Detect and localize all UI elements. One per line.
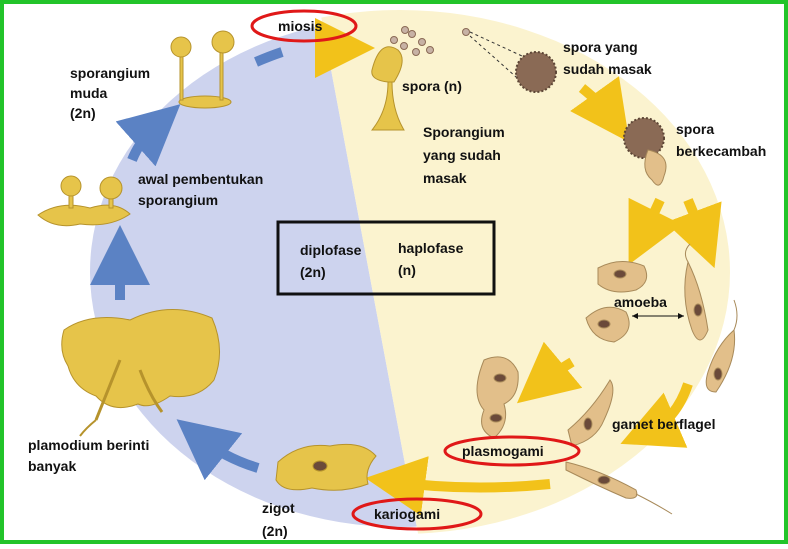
label-awal-1: awal pembentukan — [138, 171, 263, 187]
label-plasmogami: plasmogami — [462, 443, 544, 459]
kariogami-highlight — [351, 497, 483, 531]
label-zigot-1: zigot — [262, 500, 295, 516]
label-haplofase-1: haplofase — [398, 240, 464, 256]
amoeba-arrowhead-left — [632, 313, 638, 319]
mature-spore-illustration — [515, 51, 557, 93]
label-miosis: miosis — [278, 18, 323, 34]
fusing-gamete-cells — [565, 379, 673, 515]
amoeba-arrowhead-right — [678, 313, 684, 319]
young-sporangium-illustration — [170, 30, 235, 109]
plasmogami-highlight — [443, 435, 581, 467]
fusing-amoeba-cells — [476, 356, 519, 439]
label-plamodium-1: plamodium berinti — [28, 437, 149, 453]
label-kariogami: kariogami — [374, 506, 440, 522]
label-awal-2: sporangium — [138, 192, 218, 208]
label-haplofase-2: (n) — [398, 262, 416, 278]
label-sporangium-masak-3: masak — [423, 170, 467, 186]
label-spora-berkecambah-2: berkecambah — [676, 143, 766, 159]
label-sporangium-muda-2: muda — [70, 85, 108, 101]
label-diplofase-2: (2n) — [300, 264, 326, 280]
arrow-to-gamet — [665, 198, 722, 269]
label-zigot-2: (2n) — [262, 523, 288, 539]
diplophase-arrows — [90, 47, 284, 481]
label-sporangium-muda-1: sporangium — [70, 65, 150, 81]
arrow-plasmogami-to-zigot — [365, 456, 551, 516]
germinating-spore-illustration — [623, 117, 667, 186]
label-diplofase-1: diplofase — [300, 242, 362, 258]
zygote-illustration — [275, 443, 377, 491]
phase-legend-box — [276, 220, 496, 296]
arrow-amoeba-to-plasmogami — [516, 341, 583, 404]
label-amoeba: amoeba — [614, 294, 667, 310]
label-spora-masak-1: spora yang — [563, 39, 638, 55]
highlight-ovals — [250, 9, 581, 531]
early-sporangium-illustration — [37, 175, 131, 227]
arrow-zigot-to-plasmodium — [176, 419, 260, 481]
label-spora-n: spora (n) — [402, 78, 462, 94]
amoeba-cells — [585, 261, 648, 343]
label-sporangium-masak-1: Sporangium — [423, 124, 505, 140]
label-gamet: gamet berflagel — [612, 416, 715, 432]
arrow-awal-to-muda — [115, 104, 181, 167]
arrow-to-amoeba — [628, 197, 683, 265]
plasmodium-illustration — [61, 309, 221, 437]
label-spora-masak-2: sudah masak — [563, 61, 652, 77]
label-spora-berkecambah-1: spora — [676, 121, 714, 137]
arrow-masak-to-berkecambah — [570, 76, 630, 143]
miosis-highlight — [250, 9, 358, 43]
arrow-gamet-to-plasmogami — [620, 382, 693, 448]
mature-sporangium-illustration — [370, 26, 525, 131]
label-sporangium-masak-2: yang sudah — [423, 147, 501, 163]
arrow-muda-to-miosis — [254, 47, 284, 67]
haplophase-arrows — [315, 18, 722, 516]
flagellated-gamete-cells — [684, 243, 738, 393]
label-sporangium-muda-3: (2n) — [70, 105, 96, 121]
label-plamodium-2: banyak — [28, 458, 76, 474]
